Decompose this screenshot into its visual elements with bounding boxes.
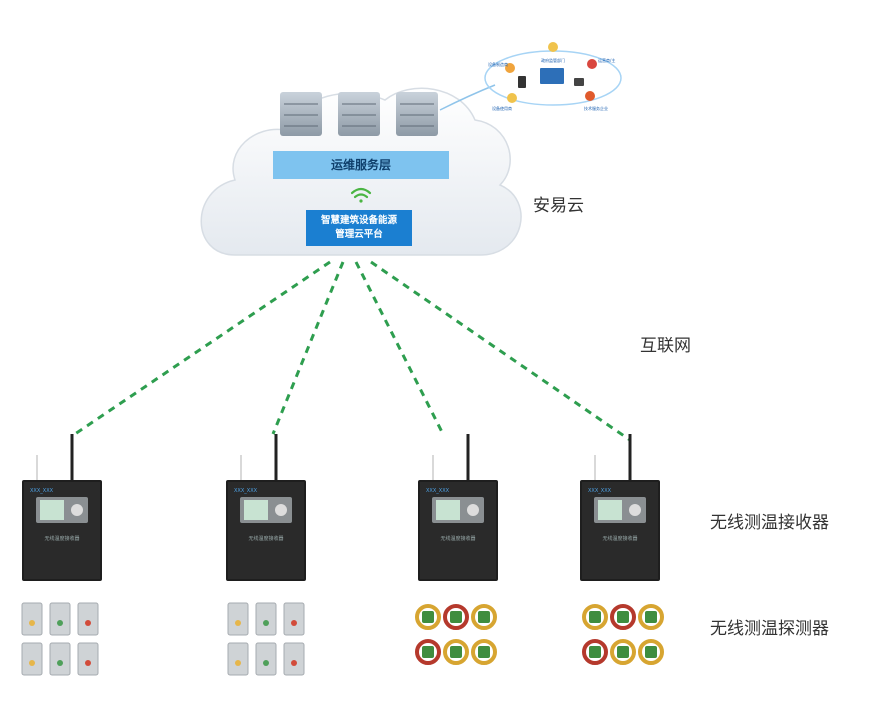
lcd-screen [40,500,64,520]
temperature-sensor-icon [255,602,277,636]
receiver-label: 无线测温接收器 [710,513,829,533]
link-3 [354,261,445,435]
clamp-sensor-icon [610,639,636,665]
internet-links [71,260,631,442]
team-connector [439,84,496,111]
wireless-temperature-receiver: XXX_XXX 无线温度接收器 [226,434,306,581]
link-4 [370,260,631,442]
temperature-sensor-icon [21,602,43,636]
stakeholder-ring: 设备制造商 政府监管部门 运营商/主 设备使用商 技术服务企业 [484,42,622,111]
receiver-caption: 无线温度接收器 [440,535,475,542]
link-2 [271,261,345,435]
receiver-caption: 无线温度接收器 [248,535,283,542]
temperature-sensor-icon [283,642,305,676]
service-layer-bar: 运维服务层 [273,151,449,179]
receiver-brand: XXX_XXX [30,488,54,494]
team-role-label: 运营商/主 [598,57,615,63]
receiver-caption: 无线温度接收器 [602,535,637,542]
server-rack-icon [280,92,322,136]
clamp-sensor-icon [610,604,636,630]
platform-line-2: 管理云平台 [335,229,383,240]
server-rack-icon [338,92,380,136]
wifi-icon [350,187,372,203]
platform-line-1: 智慧建筑设备能源 [320,215,397,226]
wireless-temperature-receiver: XXX_XXX 无线温度接收器 [418,434,498,581]
temperature-sensor-icon [283,602,305,636]
temperature-sensor-icon [255,642,277,676]
clamp-sensor-icon [638,639,664,665]
lcd-screen [436,500,460,520]
team-role-label: 设备制造商 [488,61,508,67]
cloud-name-label: 安易云 [533,196,584,216]
lcd-screen [244,500,268,520]
detector-label: 无线测温探测器 [710,619,829,639]
receiver-brand: XXX_XXX [234,488,258,494]
cloud-platform-box: 智慧建筑设备能源 管理云平台 [306,210,412,246]
server-rack-icon [396,92,438,136]
temperature-sensor-icon [21,642,43,676]
lcd-screen [598,500,622,520]
temperature-sensor-icon [49,642,71,676]
clamp-sensor-icon [415,639,441,665]
wireless-temperature-receiver: XXX_XXX 无线温度接收器 [580,434,660,581]
temperature-sensor-icon [77,602,99,636]
temperature-sensor-icon [77,642,99,676]
clamp-sensor-icon [415,604,441,630]
clamp-sensor-icon [582,604,608,630]
receiver-caption: 无线温度接收器 [44,535,79,542]
clamp-sensor-icon [471,639,497,665]
team-role-label: 设备使用商 [492,105,512,111]
keypad-icon [467,504,479,516]
keypad-icon [629,504,641,516]
keypad-icon [71,504,83,516]
wireless-temperature-receiver: XXX_XXX 无线温度接收器 [22,434,102,581]
team-role-label: 政府监管部门 [541,57,565,63]
temperature-sensor-icon [49,602,71,636]
receiver-brand: XXX_XXX [588,488,612,494]
receiver-brand: XXX_XXX [426,488,450,494]
sensor-group [21,602,664,676]
clamp-sensor-icon [471,604,497,630]
internet-label: 互联网 [640,336,691,356]
receiver-group: XXX_XXX 无线温度接收器 XXX_XXX 无线温度接收器 XXX_XXX 无线温度接… [22,434,660,581]
temperature-sensor-icon [227,602,249,636]
keypad-icon [275,504,287,516]
clamp-sensor-icon [638,604,664,630]
team-role-label: 技术服务企业 [584,105,608,111]
link-1 [71,260,331,438]
temperature-sensor-icon [227,642,249,676]
clamp-sensor-icon [582,639,608,665]
clamp-sensor-icon [443,639,469,665]
clamp-sensor-icon [443,604,469,630]
